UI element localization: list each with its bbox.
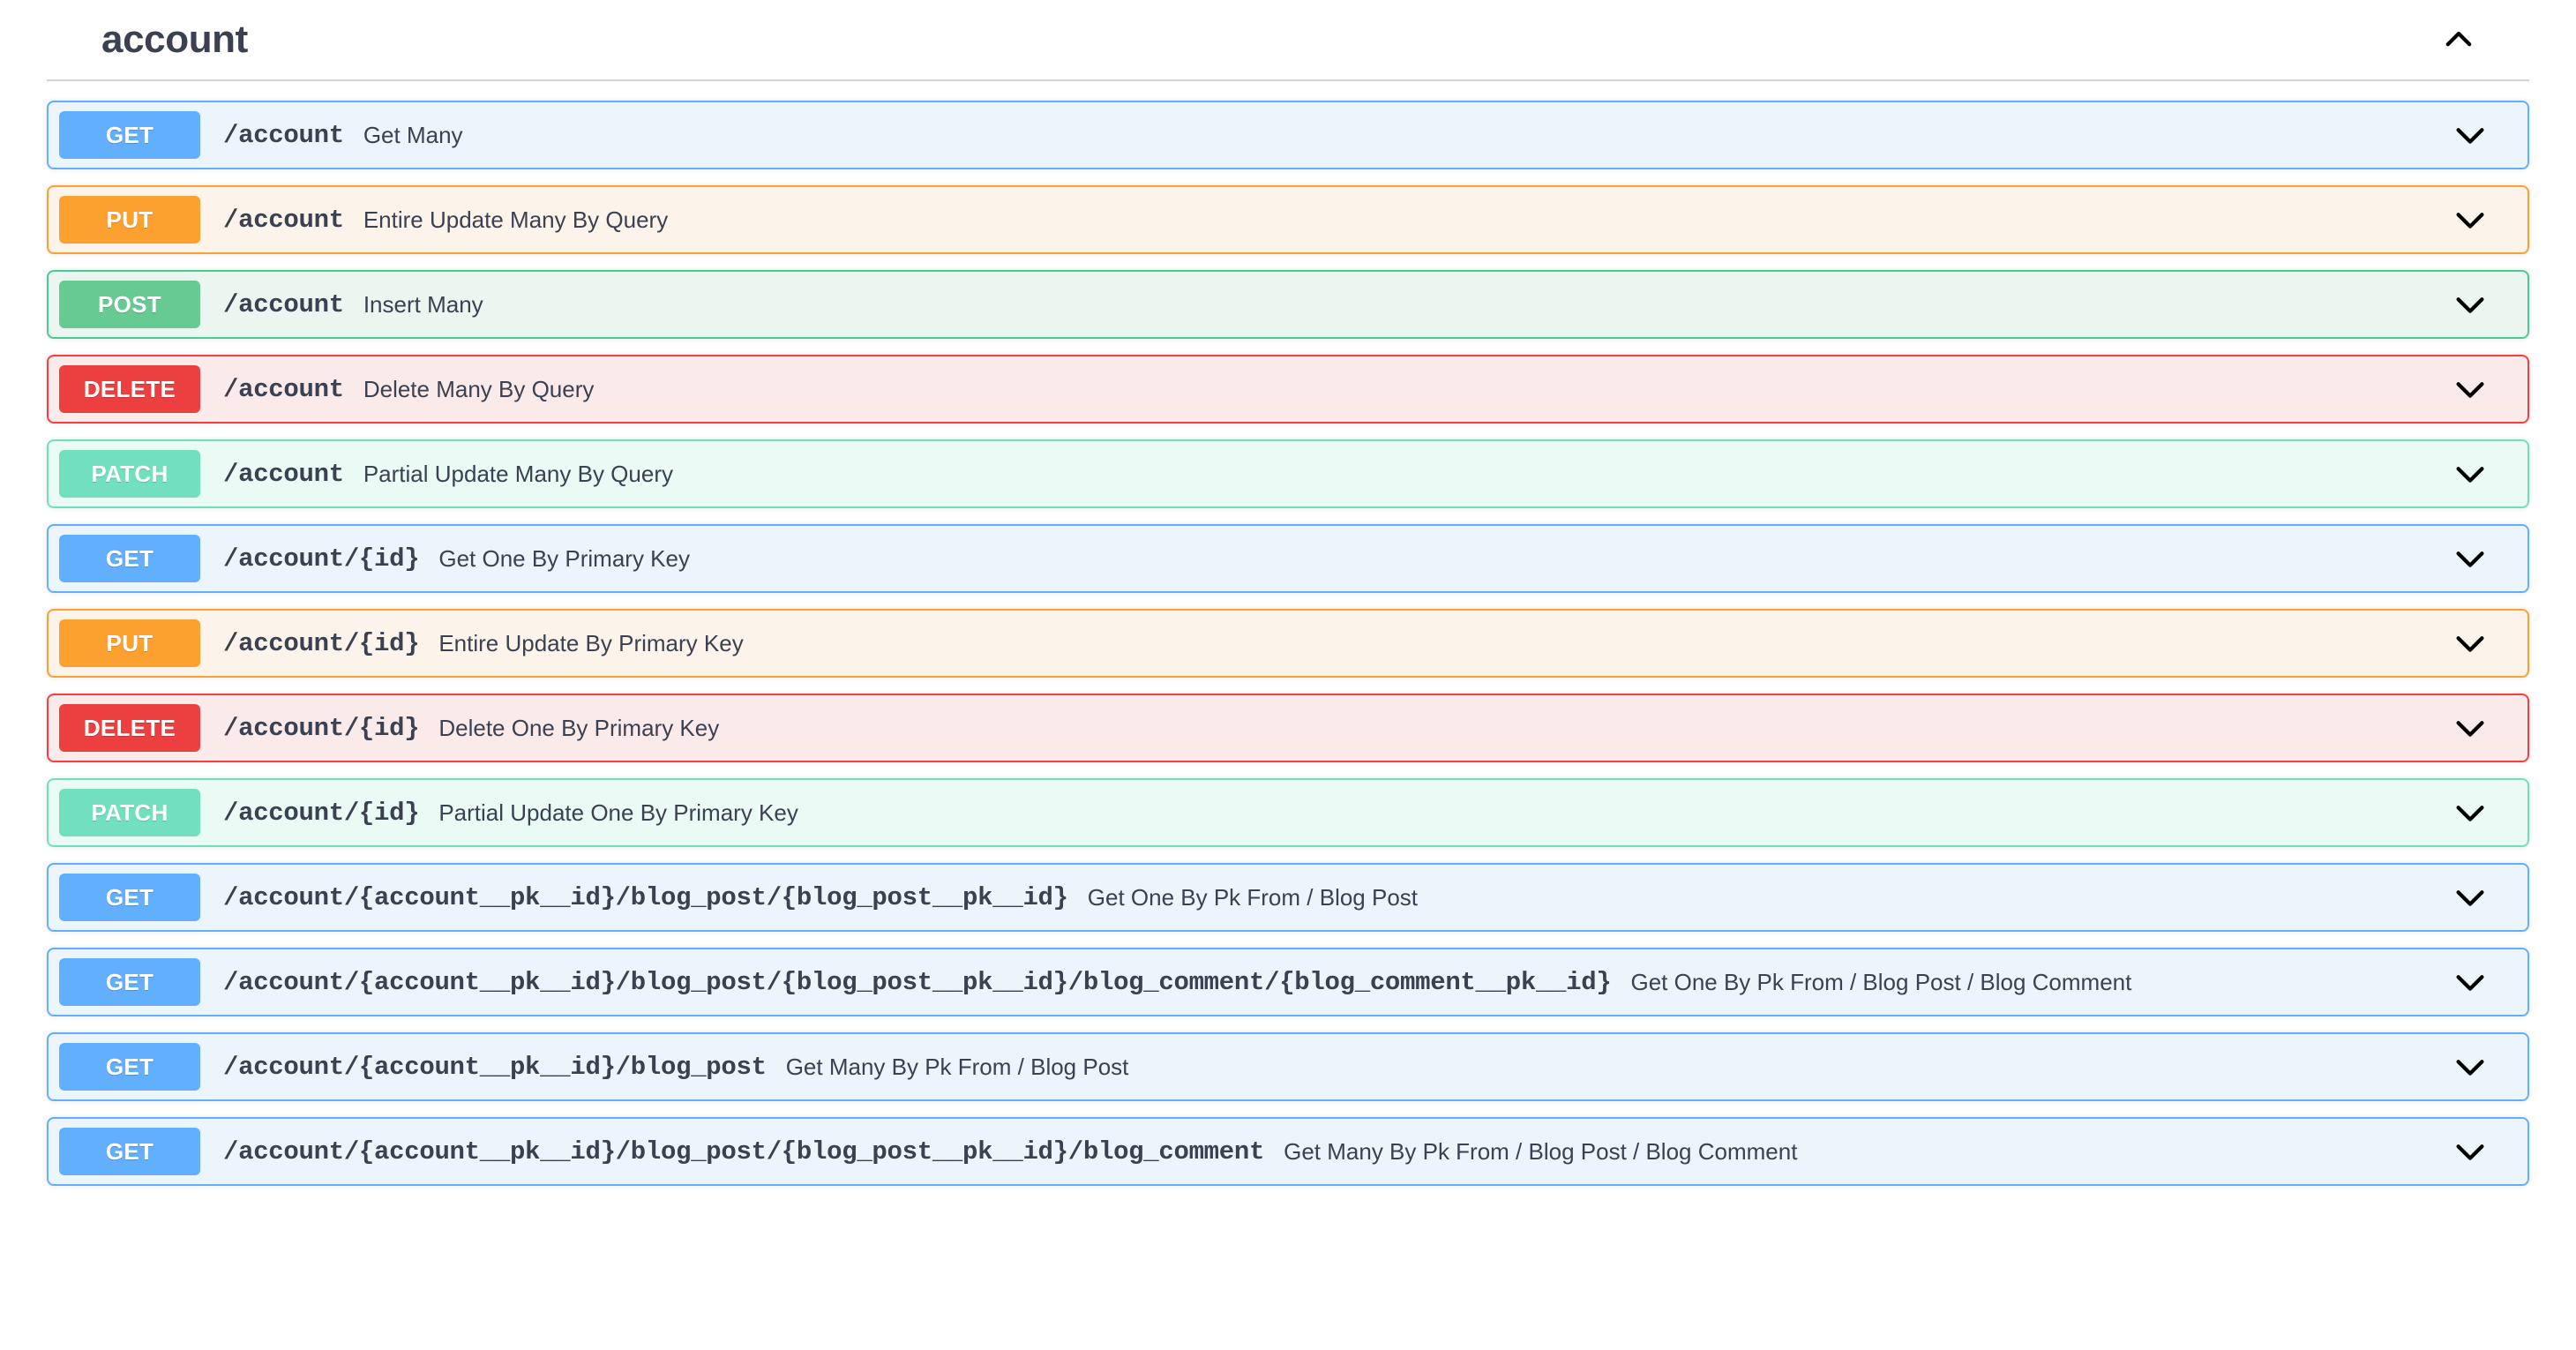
operations-list: GET/accountGet ManyPUT/accountEntire Upd… [0, 101, 2576, 1186]
endpoint-path: /account/{account__pk__id}/blog_post [223, 1053, 767, 1082]
method-badge: DELETE [59, 704, 200, 752]
endpoint-summary: Get Many By Pk From / Blog Post / Blog C… [1284, 1138, 2437, 1166]
tag-header-account[interactable]: account [47, 0, 2529, 81]
operation-row[interactable]: GET/account/{id} Get One By Primary Key [47, 524, 2529, 593]
page-title: account [101, 20, 248, 59]
endpoint-summary: Entire Update Many By Query [363, 206, 2437, 234]
endpoint-summary: Partial Update One By Primary Key [438, 799, 2437, 827]
chevron-down-icon[interactable] [2450, 962, 2490, 1002]
method-badge: PATCH [59, 789, 200, 836]
operation-row[interactable]: GET/account/{account__pk__id}/blog_post/… [47, 863, 2529, 932]
endpoint-path: /account [223, 290, 344, 319]
endpoint-summary: Delete One By Primary Key [438, 715, 2437, 742]
method-badge: GET [59, 874, 200, 921]
operation-row[interactable]: PATCH/account/{id} Partial Update One By … [47, 778, 2529, 847]
endpoint-summary: Get Many By Pk From / Blog Post [786, 1054, 2437, 1081]
operation-row[interactable]: PUT/account/{id} Entire Update By Primary… [47, 609, 2529, 678]
endpoint-path: /account [223, 460, 344, 489]
operation-row[interactable]: POST/account Insert Many [47, 270, 2529, 339]
method-badge: PUT [59, 196, 200, 244]
endpoint-path: /account/{account__pk__id}/blog_post/{bl… [223, 883, 1068, 912]
opblock-tag-section-account: account GET/accountGet ManyPUT/accountEn… [0, 0, 2576, 1186]
operation-row[interactable]: GET/account/{account__pk__id}/blog_post G… [47, 1032, 2529, 1101]
method-badge: GET [59, 1128, 200, 1175]
chevron-down-icon[interactable] [2450, 708, 2490, 748]
endpoint-summary: Get One By Pk From / Blog Post / Blog Co… [1630, 969, 2437, 996]
endpoint-path: /account/{id} [223, 544, 419, 574]
endpoint-path: /account/{id} [223, 714, 419, 743]
chevron-up-icon[interactable] [2440, 21, 2477, 58]
chevron-down-icon[interactable] [2450, 1131, 2490, 1172]
chevron-down-icon[interactable] [2450, 369, 2490, 409]
chevron-down-icon[interactable] [2450, 623, 2490, 664]
chevron-down-icon[interactable] [2450, 115, 2490, 155]
chevron-down-icon[interactable] [2450, 284, 2490, 325]
endpoint-summary: Entire Update By Primary Key [438, 630, 2437, 657]
operation-row[interactable]: PUT/account Entire Update Many By Query [47, 185, 2529, 254]
chevron-down-icon[interactable] [2450, 792, 2490, 833]
endpoint-summary: Get One By Pk From / Blog Post [1088, 884, 2437, 911]
operation-row[interactable]: GET/account Get Many [47, 101, 2529, 169]
operation-row[interactable]: DELETE/account Delete Many By Query [47, 355, 2529, 424]
endpoint-path: /account/{id} [223, 799, 419, 828]
method-badge: PATCH [59, 450, 200, 498]
method-badge: GET [59, 958, 200, 1006]
endpoint-summary: Get Many [363, 122, 2437, 149]
endpoint-path: /account [223, 121, 344, 150]
method-badge: GET [59, 111, 200, 159]
operation-row[interactable]: GET/account/{account__pk__id}/blog_post/… [47, 1117, 2529, 1186]
endpoint-path: /account/{account__pk__id}/blog_post/{bl… [223, 1137, 1264, 1166]
method-badge: POST [59, 281, 200, 328]
chevron-down-icon[interactable] [2450, 538, 2490, 579]
operation-row[interactable]: PATCH/account Partial Update Many By Quer… [47, 439, 2529, 508]
endpoint-path: /account/{id} [223, 629, 419, 658]
endpoint-summary: Get One By Primary Key [438, 545, 2437, 573]
operation-row[interactable]: DELETE/account/{id} Delete One By Primary… [47, 694, 2529, 762]
chevron-down-icon[interactable] [2450, 877, 2490, 918]
operation-row[interactable]: GET/account/{account__pk__id}/blog_post/… [47, 948, 2529, 1016]
endpoint-path: /account/{account__pk__id}/blog_post/{bl… [223, 968, 1611, 997]
method-badge: DELETE [59, 365, 200, 413]
chevron-down-icon[interactable] [2450, 1046, 2490, 1087]
endpoint-summary: Delete Many By Query [363, 376, 2437, 403]
endpoint-path: /account [223, 206, 344, 235]
endpoint-path: /account [223, 375, 344, 404]
chevron-down-icon[interactable] [2450, 199, 2490, 240]
method-badge: GET [59, 1043, 200, 1091]
endpoint-summary: Partial Update Many By Query [363, 461, 2437, 488]
chevron-down-icon[interactable] [2450, 454, 2490, 494]
method-badge: GET [59, 535, 200, 582]
swagger-ui-root: account GET/accountGet ManyPUT/accountEn… [0, 0, 2576, 1186]
method-badge: PUT [59, 619, 200, 667]
endpoint-summary: Insert Many [363, 291, 2437, 319]
